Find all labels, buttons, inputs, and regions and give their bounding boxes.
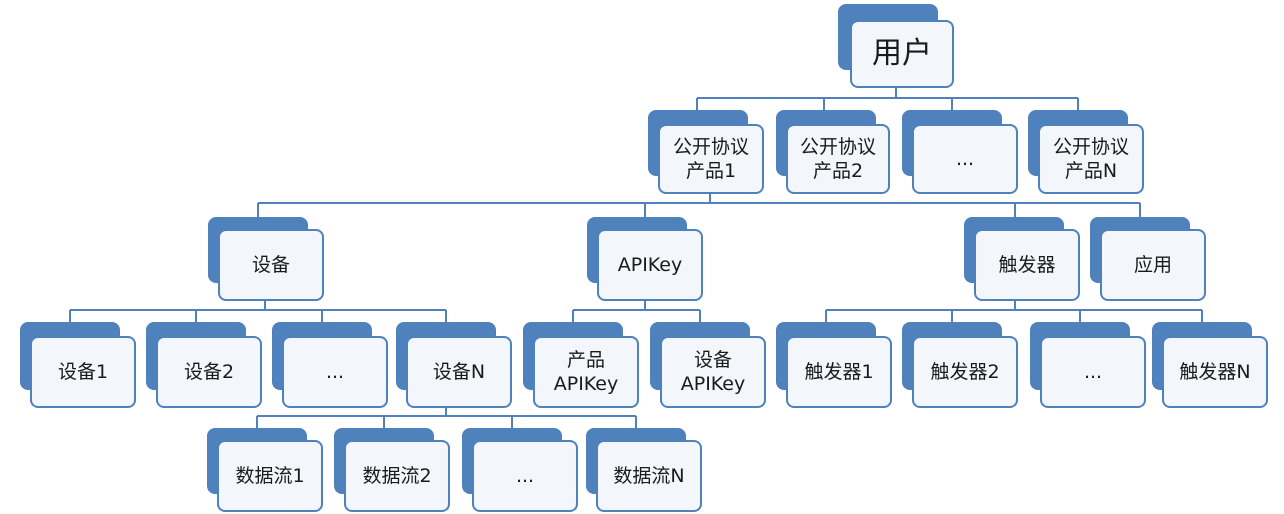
node-label: 触发器1 (804, 361, 874, 383)
node-trigger-n: 触发器N (1152, 322, 1268, 408)
node-device-1: 设备1 (20, 322, 136, 408)
node-datastream-n: 数据流N (586, 428, 702, 512)
node-trigger-1: 触发器1 (776, 322, 892, 408)
connector-product-children (257, 192, 1141, 217)
node-label: 公开协议产品1 (672, 136, 749, 182)
node-label: 触发器N (1179, 361, 1251, 383)
node-label: 数据流2 (362, 465, 432, 487)
connector-triggers (825, 300, 1203, 322)
connector-root-products (696, 86, 1079, 110)
node-datastream-2: 数据流2 (334, 428, 450, 512)
node-label: 触发器 (998, 254, 1056, 276)
node-product-1: 公开协议产品1 (648, 110, 764, 194)
node-label: 数据流N (613, 465, 685, 487)
node-label: 设备N (432, 361, 486, 383)
node-user: 用户 (838, 4, 954, 88)
node-label: APIKey (617, 254, 683, 276)
node-label: 应用 (1133, 254, 1172, 276)
node-device-2: 设备2 (146, 322, 262, 408)
node-label: ... (515, 465, 535, 487)
node-trigger: 触发器 (964, 217, 1080, 301)
node-trigger-ellipsis: ... (1030, 322, 1146, 408)
node-device-ellipsis: ... (272, 322, 388, 408)
connector-apikeys (572, 300, 701, 322)
node-product-ellipsis: ... (902, 110, 1018, 194)
node-device: 设备 (208, 217, 324, 301)
node-label: 设备1 (57, 361, 109, 383)
node-application: 应用 (1090, 217, 1206, 301)
node-label: 公开协议产品2 (799, 136, 876, 182)
node-label: 公开协议产品N (1052, 136, 1129, 182)
node-label: ... (955, 148, 975, 170)
node-device-n: 设备N (396, 322, 512, 408)
node-datastream-1: 数据流1 (207, 428, 323, 512)
node-datastream-ellipsis: ... (462, 428, 578, 512)
connector-datastreams (256, 407, 637, 428)
node-trigger-2: 触发器2 (902, 322, 1018, 408)
node-label: 数据流1 (235, 465, 305, 487)
connector-devices (69, 300, 447, 322)
node-label: 设备2 (183, 361, 235, 383)
node-label: ... (325, 361, 345, 383)
node-label: 设备 (251, 254, 290, 276)
node-product-n: 公开协议产品N (1028, 110, 1144, 194)
node-label: ... (1083, 361, 1103, 383)
node-product-2: 公开协议产品2 (776, 110, 890, 194)
node-label: 用户 (872, 36, 932, 71)
node-label: 触发器2 (930, 361, 1000, 383)
node-apikey: APIKey (587, 217, 703, 301)
